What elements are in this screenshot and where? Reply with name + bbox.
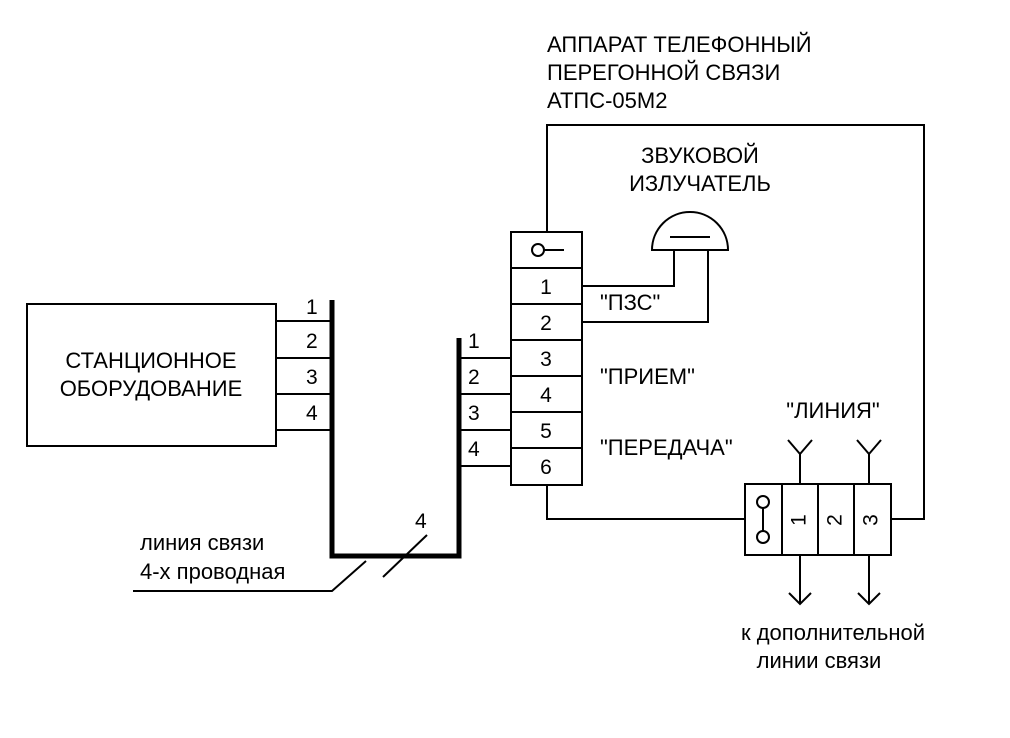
terminal-number-6: 6	[540, 456, 552, 479]
device-wire-label-3: 3	[468, 402, 480, 425]
cable-count-tick	[382, 534, 428, 578]
device-title-line-3: АТПС-05М2	[547, 88, 667, 113]
speaker-wire-1	[582, 250, 675, 287]
terminal-number-3: 3	[540, 348, 552, 371]
station-wire-label-1: 1	[306, 296, 318, 319]
terminal-block: 1 2 3 4 5 6	[510, 231, 583, 486]
ground-terminal-icon	[531, 243, 564, 257]
terminal-number-5: 5	[540, 420, 552, 443]
station-wire-label-3: 3	[306, 366, 318, 389]
speaker-label-line-2: ИЗЛУЧАТЕЛЬ	[629, 171, 771, 196]
cable-label-leader	[133, 560, 367, 592]
station-wire-label-2: 2	[306, 330, 318, 353]
device-title-line-2: ПЕРЕГОННОЙ СВЯЗИ	[547, 60, 780, 85]
terminal-6-wire	[546, 485, 745, 520]
device-title-line-1: АППАРАТ ТЕЛЕФОННЫЙ	[547, 32, 812, 57]
ground-loop-wire	[546, 124, 925, 520]
station-wire-label-4: 4	[306, 402, 318, 425]
speaker-icon	[650, 211, 730, 251]
device-wires: 1 2 3 4	[459, 330, 511, 467]
station-wires: 1 2 3 4	[276, 296, 332, 431]
terminal-number-1: 1	[540, 276, 552, 299]
line-terminal-number-3: 3	[860, 514, 883, 526]
cable-label-line-2: 4-х проводная	[140, 559, 285, 584]
line-antenna-icon-2	[856, 439, 882, 484]
line-terminal-number-1: 1	[788, 514, 811, 526]
line-antenna-icon-1	[787, 439, 813, 484]
station-equipment-box: СТАНЦИОННОЕ ОБОРУДОВАНИЕ	[26, 303, 277, 447]
line-ground-terminal-icon	[756, 495, 770, 544]
cable-count-label: 4	[415, 510, 427, 533]
line-terminal-block: 1 2 3	[744, 483, 892, 556]
down-arrow-icon-2	[857, 555, 881, 606]
signal-label-liniya: "ЛИНИЯ"	[786, 398, 879, 423]
cable-bus	[329, 300, 462, 559]
terminal-number-2: 2	[540, 312, 552, 335]
signal-label-peredacha: "ПЕРЕДАЧА"	[600, 435, 733, 460]
device-wire-label-2: 2	[468, 366, 480, 389]
station-label-line-2: ОБОРУДОВАНИЕ	[60, 376, 243, 401]
signal-label-pzs: "ПЗС"	[600, 290, 660, 315]
device-wire-label-1: 1	[468, 330, 480, 353]
signal-label-priem: "ПРИЕМ"	[600, 364, 695, 389]
extra-line-label-line-1: к дополнительной	[741, 620, 925, 645]
cable-label-line-1: линия связи	[140, 530, 264, 555]
station-label-line-1: СТАНЦИОННОЕ	[65, 348, 236, 373]
down-arrow-icon-1	[788, 555, 812, 606]
extra-line-label-line-2: линии связи	[757, 648, 882, 673]
device-wire-label-4: 4	[468, 438, 480, 461]
line-terminal-number-2: 2	[824, 514, 847, 526]
terminal-number-4: 4	[540, 384, 552, 407]
speaker-wire-2	[582, 250, 709, 323]
speaker-label-line-1: ЗВУКОВОЙ	[641, 143, 759, 168]
